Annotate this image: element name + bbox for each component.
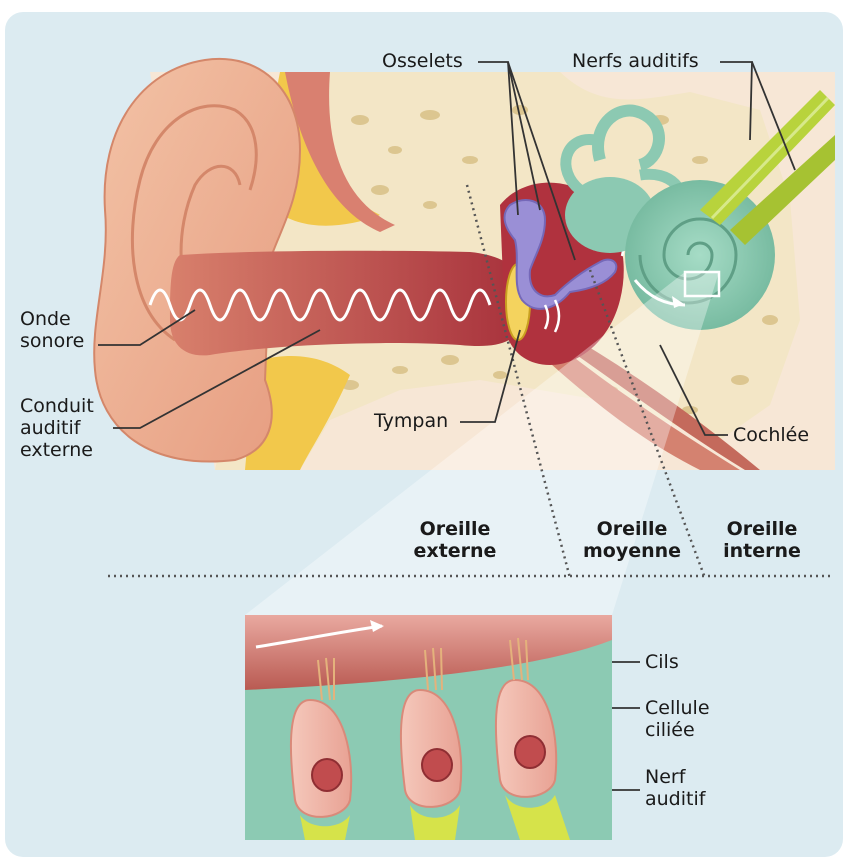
label-nerf-auditif: Nerf auditif <box>645 766 705 810</box>
section-oreille-externe: Oreille externe <box>405 518 505 562</box>
hair-cell-panel <box>245 615 612 840</box>
label-conduit-auditif-externe: Conduit auditif externe <box>20 395 94 461</box>
ear-canal <box>170 251 520 356</box>
label-osselets: Osselets <box>382 50 463 72</box>
label-cils: Cils <box>645 651 679 673</box>
section-oreille-moyenne: Oreille moyenne <box>577 518 687 562</box>
label-onde-sonore: Onde sonore <box>20 308 84 352</box>
label-nerfs-auditifs: Nerfs auditifs <box>572 50 699 72</box>
label-tympan: Tympan <box>374 410 448 432</box>
label-cellule-ciliee: Cellule ciliée <box>645 697 710 741</box>
section-oreille-interne: Oreille interne <box>712 518 812 562</box>
label-cochlee: Cochlée <box>733 424 809 446</box>
